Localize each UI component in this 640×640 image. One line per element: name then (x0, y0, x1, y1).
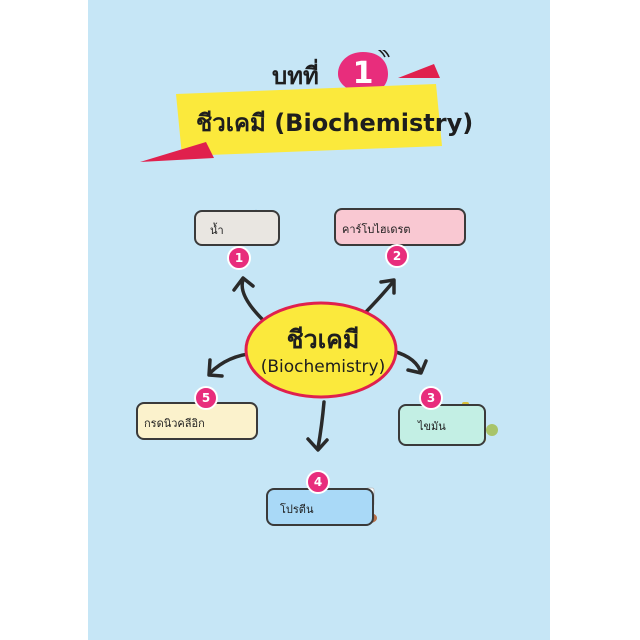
topic-badge-2: 2 (385, 244, 409, 268)
center-subtitle: (Biochemistry) (260, 357, 386, 377)
topic-label-carbohydrate: คาร์โบไฮเดรต (342, 223, 411, 236)
chapter-label: บทที่ (272, 62, 319, 90)
topic-badge-3: 3 (419, 386, 443, 410)
center-ellipse (244, 301, 398, 399)
arrow-to-protein (316, 400, 326, 450)
banner-title: ชีวเคมี (Biochemistry) (196, 109, 474, 137)
chapter-number: 1 (352, 56, 374, 91)
title-banner (140, 64, 442, 162)
topic-label-protein: โปรตีน (280, 503, 314, 516)
topic-box-fat (398, 404, 486, 446)
topic-label-water: น้ำ (210, 224, 224, 237)
arrow-head-carbohydrate (379, 278, 396, 295)
center-title: ชีวเคมี (286, 325, 360, 354)
topic-badge-4: 4 (306, 470, 330, 494)
arrow-to-water (240, 278, 265, 322)
arrow-head-protein (306, 437, 329, 452)
arrow-head-nucleic (207, 358, 224, 378)
topic-label-nucleic-acid: กรดนิวคลีอิก (144, 417, 205, 430)
arrow-head-water (232, 276, 255, 292)
topic-badge-5: 5 (194, 386, 218, 410)
arrow-head-fat (406, 359, 428, 375)
topic-label-fat: ไขมัน (418, 420, 446, 433)
topic-box-water (194, 210, 280, 246)
topic-badge-1: 1 (227, 246, 251, 270)
